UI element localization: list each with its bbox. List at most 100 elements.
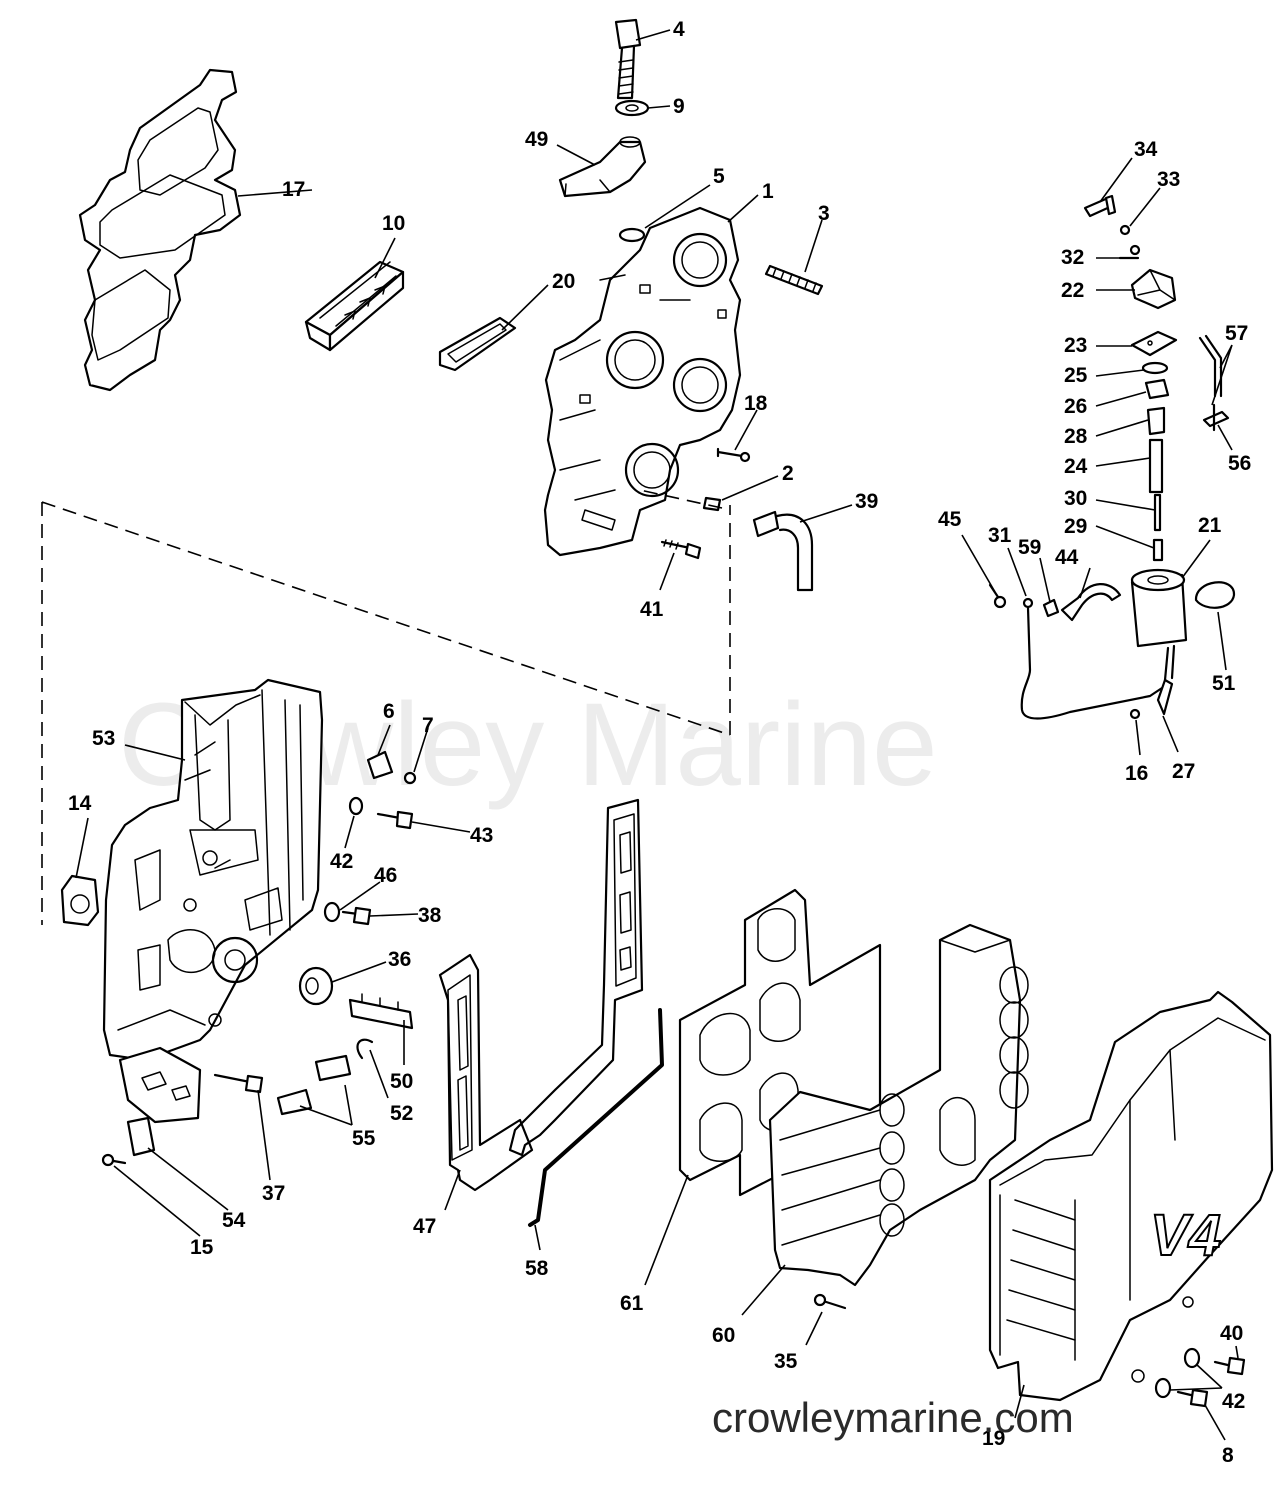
- callout-37: 37: [262, 1182, 285, 1205]
- part-18-screw: [716, 447, 751, 463]
- v4-decal: V4: [1150, 1203, 1221, 1268]
- callout-27: 27: [1172, 760, 1195, 783]
- callout-17: 17: [282, 178, 305, 201]
- part-51-strap: [1194, 581, 1236, 609]
- part-25-diaphragm: [1141, 361, 1169, 375]
- part-7-screw: [403, 771, 417, 785]
- part-2-fitting: [702, 496, 722, 512]
- callout-45: 45: [938, 508, 962, 531]
- callout-40: 40: [1220, 1322, 1243, 1345]
- part-46-washer: [323, 901, 341, 923]
- callout-36: 36: [388, 948, 411, 971]
- callout-35: 35: [774, 1350, 798, 1373]
- callout-29: 29: [1064, 515, 1087, 538]
- callout-22: 22: [1061, 279, 1084, 302]
- callout-19: 19: [982, 1427, 1005, 1450]
- callout-16: 16: [1125, 762, 1148, 785]
- part-39-hose: [752, 510, 814, 592]
- part-42-washer-lower-b: [1154, 1377, 1172, 1399]
- part-5-washer: [618, 227, 646, 243]
- part-57-hose: [1198, 334, 1223, 398]
- callout-7: 7: [422, 714, 434, 737]
- callout-28: 28: [1064, 425, 1088, 448]
- callout-42-lower: 42: [1222, 1390, 1245, 1413]
- callout-44: 44: [1055, 546, 1079, 569]
- callout-43: 43: [470, 824, 493, 847]
- part-52-clip: [356, 1038, 374, 1060]
- callout-61: 61: [620, 1292, 644, 1315]
- part-38-screw: [341, 906, 372, 926]
- part-36-grommet: [298, 966, 334, 1006]
- callout-59: 59: [1018, 536, 1041, 559]
- callout-33: 33: [1157, 168, 1180, 191]
- callout-3: 3: [818, 202, 830, 225]
- assembly-dashed-lines: [41, 489, 731, 925]
- part-31-ground-lead: [1020, 597, 1170, 720]
- part-53-main-housing: [102, 678, 324, 1062]
- callout-56: 56: [1228, 452, 1251, 475]
- part-27-terminal: [1156, 678, 1174, 716]
- part-56-tee-fitting: [1202, 403, 1230, 432]
- callout-32: 32: [1061, 246, 1084, 269]
- callout-15: 15: [190, 1236, 214, 1259]
- callout-14: 14: [68, 792, 92, 815]
- part-30-plunger: [1153, 493, 1162, 532]
- callout-47: 47: [413, 1215, 436, 1238]
- callout-50: 50: [390, 1070, 413, 1093]
- part-16-screw: [1129, 708, 1141, 720]
- callout-51: 51: [1212, 672, 1236, 695]
- callout-42-upper: 42: [330, 850, 353, 873]
- callout-25: 25: [1064, 364, 1088, 387]
- callout-9: 9: [673, 95, 685, 118]
- callout-46: 46: [374, 864, 397, 887]
- part-9-washer: [614, 99, 650, 117]
- part-44-clamp: [1060, 583, 1122, 622]
- callout-2: 2: [782, 462, 794, 485]
- callout-23: 23: [1064, 334, 1087, 357]
- callout-34: 34: [1134, 138, 1158, 161]
- part-34-elbow: [1083, 194, 1117, 218]
- leader-lines: [75, 29, 1239, 1441]
- part-33-ball: [1119, 224, 1131, 236]
- callout-57: 57: [1225, 322, 1248, 345]
- part-17-gasket: [78, 68, 242, 392]
- callout-49: 49: [525, 128, 548, 151]
- callout-1: 1: [762, 180, 774, 203]
- part-42-washer-lower-a: [1183, 1347, 1201, 1369]
- callout-5: 5: [713, 165, 725, 188]
- part-47-gasket: [438, 953, 534, 1192]
- callout-30: 30: [1064, 487, 1087, 510]
- part-14-bracket: [60, 874, 100, 927]
- part-61-long-gasket: [508, 798, 644, 1157]
- part-8-screw: [1176, 1388, 1209, 1408]
- part-21-solenoid: [1130, 568, 1188, 682]
- part-40-screw: [1213, 1356, 1246, 1376]
- part-26-valve: [1144, 378, 1170, 400]
- part-49-bracket: [558, 136, 647, 198]
- part-43-screw: [376, 810, 414, 830]
- callout-10: 10: [382, 212, 405, 235]
- callout-4: 4: [673, 18, 685, 41]
- callout-52: 52: [390, 1102, 413, 1125]
- callout-53: 53: [92, 727, 115, 750]
- callout-8: 8: [1222, 1444, 1234, 1467]
- part-15-screw: [101, 1153, 127, 1167]
- part-59-washer: [1042, 598, 1060, 618]
- callout-26: 26: [1064, 395, 1087, 418]
- part-10-reed-block: [304, 260, 405, 352]
- callout-21: 21: [1198, 514, 1222, 537]
- part-58-seal: [528, 1008, 664, 1227]
- callout-54: 54: [222, 1209, 246, 1232]
- part-28-spring: [1146, 406, 1166, 436]
- callout-6: 6: [383, 700, 395, 723]
- part-35-screw: [813, 1293, 847, 1310]
- part-29-spring: [1152, 538, 1164, 562]
- part-42-washer-upper: [348, 796, 364, 816]
- part-bottom-bracket: [118, 1046, 202, 1124]
- callout-39: 39: [855, 490, 878, 513]
- part-1-main-block: [543, 206, 742, 557]
- part-23-plate: [1130, 330, 1178, 357]
- callout-38: 38: [418, 904, 442, 927]
- part-41-screw: [660, 539, 702, 560]
